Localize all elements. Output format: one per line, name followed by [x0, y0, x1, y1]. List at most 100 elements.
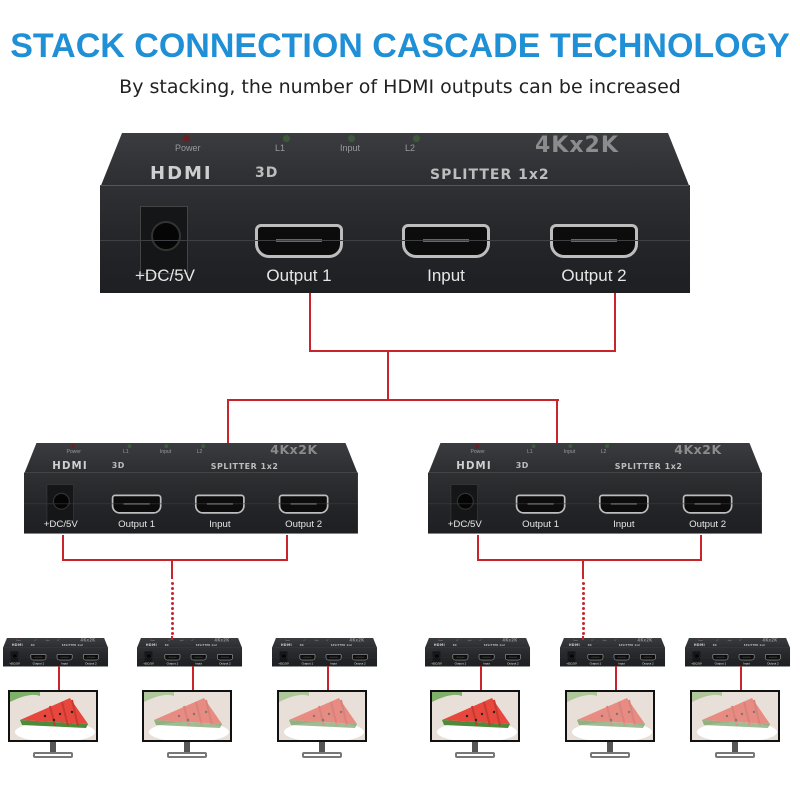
output-2-port[interactable] [278, 494, 329, 514]
resolution-label: 4Kx2K [637, 638, 653, 643]
power-jack [140, 206, 188, 274]
watermelon-image [432, 692, 518, 742]
monitor-stand [50, 742, 56, 752]
power-port-label: +DC/5V [691, 661, 702, 666]
page-subtitle: By stacking, the number of HDMI outputs … [119, 76, 681, 98]
power-port-label: +DC/5V [143, 661, 154, 666]
connection-line [327, 666, 329, 691]
brand-suffix: 3D [164, 643, 169, 647]
led-label: L2 [405, 143, 416, 153]
connection-line [171, 636, 173, 640]
led-label: L1 [591, 639, 593, 642]
led-label: L1 [275, 143, 286, 153]
input-port[interactable] [598, 494, 649, 514]
input-port[interactable] [325, 654, 342, 661]
led-label: Input [602, 639, 607, 642]
led-label: L2 [479, 639, 482, 642]
connection-line [286, 535, 288, 561]
output-2-port-label: Output 2 [689, 518, 727, 530]
output-2-port[interactable] [765, 654, 781, 661]
led-label: Power [698, 639, 703, 642]
status-led-icon [127, 444, 132, 449]
output-2-port[interactable] [352, 654, 368, 661]
output-1-port-label: Output 1 [32, 661, 45, 666]
brand-logo: HDMI [456, 459, 492, 472]
input-port[interactable] [613, 654, 630, 661]
input-port-label: Input [61, 661, 68, 666]
output-2-port[interactable] [217, 654, 233, 661]
input-port[interactable] [402, 224, 490, 258]
status-led-icon [531, 444, 536, 449]
output-1-port[interactable] [111, 494, 162, 514]
input-port[interactable] [478, 654, 495, 661]
brand-suffix: 3D [515, 461, 529, 471]
led-label: L1 [303, 639, 305, 642]
status-led-icon [740, 638, 742, 640]
model-label: SPLITTER 1x2 [210, 462, 279, 472]
brand-logo: HDMI [150, 163, 213, 184]
led-label: Input [467, 639, 472, 642]
cascade-dot [582, 632, 585, 635]
output-2-port[interactable] [505, 654, 521, 661]
power-led-icon [70, 444, 75, 449]
output-1-port[interactable] [255, 224, 343, 258]
input-port[interactable] [738, 654, 755, 661]
cascade-dot [582, 612, 585, 615]
cascade-dot [171, 617, 174, 620]
output-1-port[interactable] [712, 654, 729, 661]
output-1-port[interactable] [299, 654, 316, 661]
model-label: SPLITTER 1x2 [61, 644, 84, 647]
led-label: L1 [168, 639, 170, 642]
power-jack [46, 484, 74, 523]
output-1-port[interactable] [452, 654, 469, 661]
brand-suffix: 3D [111, 461, 125, 471]
output-1-port[interactable] [30, 654, 47, 661]
resolution-label: 4Kx2K [502, 638, 518, 643]
output-2-port[interactable] [640, 654, 656, 661]
led-label: L1 [716, 639, 718, 642]
power-port-label: +DC/5V [43, 518, 78, 530]
cascade-dot [582, 602, 585, 605]
resolution-label: 4Kx2K [349, 638, 365, 643]
led-label: Power [16, 639, 21, 642]
output-2-port-label: Output 2 [767, 661, 779, 666]
output-2-port-label: Output 2 [561, 266, 627, 285]
connection-line [192, 666, 194, 691]
model-label: SPLITTER 1x2 [614, 462, 683, 472]
output-1-port[interactable] [587, 654, 604, 661]
output-1-port-label: Output 1 [118, 518, 156, 530]
status-led-icon [568, 444, 573, 449]
led-label: L2 [57, 639, 60, 642]
status-led-icon [304, 638, 306, 640]
output-2-port[interactable] [682, 494, 733, 514]
output-1-port[interactable] [515, 494, 566, 514]
output-2-port-label: Output 2 [354, 661, 366, 666]
resolution-label: 4Kx2K [270, 443, 318, 458]
output-2-port[interactable] [550, 224, 638, 258]
monitor-screen [565, 690, 655, 742]
monitor-stand [732, 742, 738, 752]
output-2-port[interactable] [83, 654, 99, 661]
input-port[interactable] [190, 654, 207, 661]
input-port[interactable] [56, 654, 73, 661]
status-led-icon [192, 638, 194, 640]
power-port-label: +DC/5V [278, 661, 289, 666]
brand-suffix: 3D [452, 643, 457, 647]
cascade-dot [171, 597, 174, 600]
status-led-icon [413, 135, 420, 142]
brand-suffix: 3D [30, 643, 35, 647]
cascade-dot [171, 622, 174, 625]
monitor [142, 690, 232, 765]
led-label: Input [159, 448, 172, 455]
input-port[interactable] [194, 494, 245, 514]
output-1-port[interactable] [164, 654, 181, 661]
monitor-base [715, 752, 755, 758]
